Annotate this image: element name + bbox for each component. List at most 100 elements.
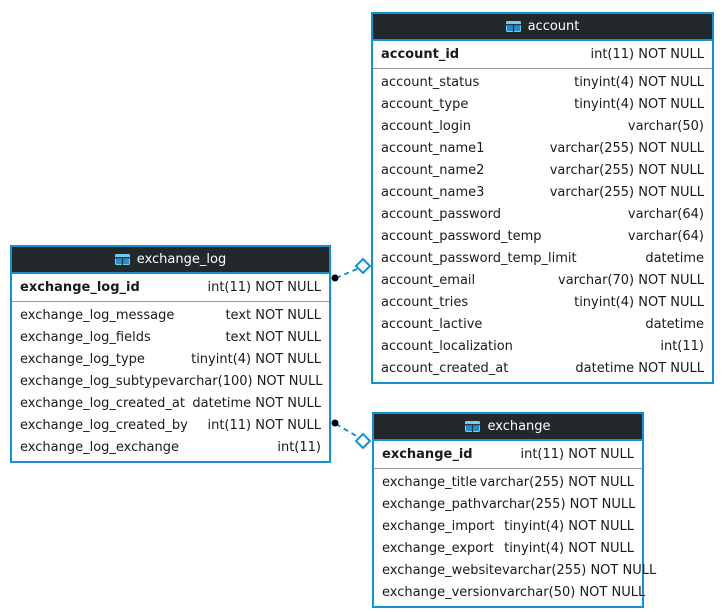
column-row[interactable]: account_email varchar(70) NOT NULL [373, 269, 712, 291]
column-name: account_name3 [381, 184, 485, 200]
column-name: exchange_version [382, 584, 500, 600]
pk-row[interactable]: exchange_log_id int(11) NOT NULL [12, 276, 329, 298]
column-name: exchange_website [382, 562, 502, 578]
relationship-exchange-log-account[interactable] [331, 257, 372, 282]
column-row[interactable]: account_lactive datetime [373, 313, 712, 335]
pk-row[interactable]: account_id int(11) NOT NULL [373, 43, 712, 65]
column-name: exchange_log_exchange [20, 439, 179, 455]
column-name: exchange_id [382, 446, 473, 462]
connector-diamond-icon [354, 432, 372, 450]
column-name: exchange_log_type [20, 351, 145, 367]
column-name: account_name1 [381, 140, 485, 156]
column-row[interactable]: exchange_import tinyint(4) NOT NULL [374, 515, 642, 537]
column-type: datetime [645, 316, 704, 332]
table-header[interactable]: exchange_log [12, 247, 329, 274]
connector-dot-icon [331, 419, 339, 427]
table-exchange-log[interactable]: exchange_log exchange_log_id int(11) NOT… [10, 245, 331, 463]
column-name: account_tries [381, 294, 469, 310]
column-name: account_created_at [381, 360, 509, 376]
column-name: exchange_export [382, 540, 494, 556]
column-type: varchar(255) NOT NULL [481, 496, 636, 512]
column-type: varchar(255) NOT NULL [549, 162, 704, 178]
relationship-exchange-log-exchange[interactable] [331, 419, 372, 450]
column-type: int(11) NOT NULL [520, 446, 634, 462]
column-type: tinyint(4) NOT NULL [504, 540, 634, 556]
table-account[interactable]: account account_id int(11) NOT NULL acco… [371, 12, 714, 384]
column-type: varchar(255) NOT NULL [479, 474, 634, 490]
column-name: account_login [381, 118, 471, 134]
column-row[interactable]: account_password varchar(64) [373, 203, 712, 225]
column-type: datetime NOT NULL [192, 395, 321, 411]
column-row[interactable]: account_type tinyint(4) NOT NULL [373, 93, 712, 115]
column-row[interactable]: exchange_log_fields text NOT NULL [12, 326, 329, 348]
column-row[interactable]: exchange_log_message text NOT NULL [12, 304, 329, 326]
column-type: text NOT NULL [225, 329, 321, 345]
column-name: account_password [381, 206, 502, 222]
column-name: account_password_temp [381, 228, 542, 244]
column-name: account_type [381, 96, 469, 112]
column-type: varchar(50) NOT NULL [499, 584, 646, 600]
table-title: account [527, 19, 580, 34]
column-name: account_name2 [381, 162, 485, 178]
table-icon [505, 21, 521, 32]
column-type: datetime NOT NULL [575, 360, 704, 376]
column-name: account_email [381, 272, 476, 288]
column-row[interactable]: account_created_at datetime NOT NULL [373, 357, 712, 379]
table-header[interactable]: exchange [374, 414, 642, 441]
column-row[interactable]: account_password_temp_limit datetime [373, 247, 712, 269]
table-title: exchange_log [136, 252, 227, 267]
column-row[interactable]: account_login varchar(50) [373, 115, 712, 137]
column-type: int(11) [277, 439, 321, 455]
column-name: exchange_import [382, 518, 495, 534]
pk-row[interactable]: exchange_id int(11) NOT NULL [374, 443, 642, 465]
column-row[interactable]: account_localization int(11) [373, 335, 712, 357]
column-row[interactable]: account_name2 varchar(255) NOT NULL [373, 159, 712, 181]
table-header[interactable]: account [373, 14, 712, 41]
column-type: datetime [645, 250, 704, 266]
table-exchange[interactable]: exchange exchange_id int(11) NOT NULL ex… [372, 412, 656, 608]
column-name: exchange_log_created_at [20, 395, 185, 411]
column-row[interactable]: exchange_log_exchange int(11) [12, 436, 329, 458]
connector-diamond-icon [354, 257, 372, 275]
column-row[interactable]: exchange_log_created_at datetime NOT NULL [12, 392, 329, 414]
column-type: varchar(50) [627, 118, 704, 134]
column-name: exchange_path [382, 496, 482, 512]
column-type: varchar(64) [627, 206, 704, 222]
column-name: exchange_log_fields [20, 329, 151, 345]
column-type: varchar(70) NOT NULL [558, 272, 704, 288]
column-row[interactable]: account_name3 varchar(255) NOT NULL [373, 181, 712, 203]
column-type: varchar(255) NOT NULL [549, 184, 704, 200]
column-type: tinyint(4) NOT NULL [504, 518, 634, 534]
column-type: varchar(64) [627, 228, 704, 244]
column-type: varchar(255) NOT NULL [501, 562, 657, 578]
column-row[interactable]: account_name1 varchar(255) NOT NULL [373, 137, 712, 159]
connector-dot-icon [331, 274, 339, 282]
column-name: account_lactive [381, 316, 483, 332]
column-name: exchange_log_message [20, 307, 175, 323]
column-type: tinyint(4) NOT NULL [574, 96, 704, 112]
column-name: account_id [381, 46, 460, 62]
column-type: int(11) [660, 338, 704, 354]
column-name: account_localization [381, 338, 513, 354]
column-name: account_password_temp_limit [381, 250, 577, 266]
column-type: int(11) NOT NULL [590, 46, 704, 62]
column-type: varchar(100) NOT NULL [168, 373, 323, 389]
column-type: varchar(255) NOT NULL [549, 140, 704, 156]
column-type: text NOT NULL [225, 307, 321, 323]
column-row[interactable]: account_password_temp varchar(64) [373, 225, 712, 247]
column-name: exchange_log_subtype [20, 373, 169, 389]
column-row[interactable]: exchange_export tinyint(4) NOT NULL [374, 537, 642, 559]
